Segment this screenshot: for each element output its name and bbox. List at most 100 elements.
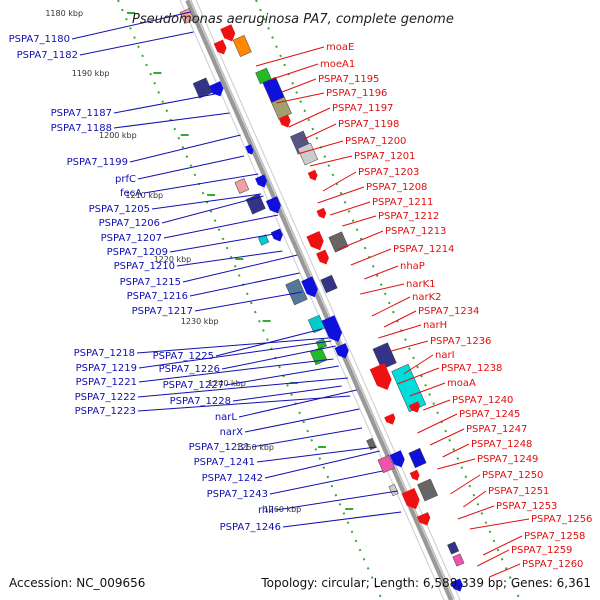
right-label-leader [397, 367, 440, 385]
gene-label-left: PSPA7_1226 [159, 364, 220, 375]
gene-label-left: PSPA7_1225 [153, 351, 214, 362]
gene-block [377, 454, 395, 474]
left-label-leader [138, 340, 332, 369]
gene-label-left: PSPA7_1207 [101, 233, 162, 244]
gene-label-left: PSPA7_1241 [194, 457, 255, 468]
right-label-leader [364, 265, 399, 280]
gene-arrow [334, 343, 349, 359]
accession-text: Accession: NC_009656 [9, 576, 146, 590]
right-label-leader [309, 155, 353, 167]
gene-block [297, 142, 319, 166]
gene-label-right: PSPA7_1198 [338, 119, 399, 130]
right-label-leader [297, 140, 344, 155]
gene-label-right: PSPA7_1196 [326, 88, 387, 99]
gene-label-layer: PSPA7_1180PSPA7_1182PSPA7_1187PSPA7_1188… [9, 34, 593, 570]
gene-label-right: PSPA7_1212 [378, 211, 439, 222]
gene-label-right: PSPA7_1197 [332, 103, 393, 114]
gene-label-right: PSPA7_1201 [354, 151, 415, 162]
gene-label-right: PSPA7_1200 [345, 136, 406, 147]
gene-label-right: PSPA7_1214 [393, 244, 454, 255]
gene-label-left: narL [215, 412, 238, 423]
gene-label-left: prfC [115, 174, 136, 185]
left-label-leader [225, 365, 339, 386]
kbp-tick-label: 1210 kbp [125, 191, 163, 200]
gene-label-right: PSPA7_1236 [430, 336, 491, 347]
gene-arrow [265, 196, 281, 214]
gene-label-right: narK2 [412, 292, 442, 303]
gene-arrow [255, 174, 268, 188]
map-title: Pseudomonas aeruginosa PA7, complete gen… [132, 12, 454, 27]
gene-block [234, 178, 250, 194]
kbp-tick-label: 1200 kbp [99, 131, 137, 140]
right-label-leader [391, 340, 429, 352]
gene-block [320, 274, 338, 294]
gene-arrow [450, 578, 463, 592]
gene-arrow [306, 230, 324, 251]
gene-block [179, 8, 195, 24]
right-label-leader [442, 443, 470, 458]
gene-label-left: PSPA7_1242 [202, 473, 263, 484]
gene-block [447, 541, 460, 555]
left-label-leader [251, 427, 363, 448]
gene-label-left: PSPA7_1199 [67, 157, 128, 168]
gene-label-left: PSPA7_1222 [75, 392, 136, 403]
left-label-leader [221, 345, 336, 370]
gene-arrow [384, 413, 396, 425]
kbp-tick-label: 1240 kbp [208, 379, 246, 388]
gene-block [408, 447, 427, 469]
left-label-leader [189, 272, 300, 297]
gene-label-right: PSPA7_1247 [466, 424, 527, 435]
left-label-leader [169, 232, 281, 253]
left-label-leader [264, 450, 380, 479]
left-label-leader [215, 328, 323, 357]
gene-label-right: narI [435, 350, 455, 361]
right-label-leader [336, 230, 384, 251]
right-label-leader [477, 549, 510, 567]
gene-block [232, 35, 252, 57]
left-label-leader [232, 385, 342, 402]
gene-block [315, 338, 327, 350]
left-label-leader [194, 291, 303, 312]
left-label-leader [137, 377, 349, 398]
gene-arrow [409, 469, 420, 481]
gene-block [452, 553, 465, 567]
gene-label-left: PSPA7_1246 [220, 522, 281, 533]
right-label-leader [457, 505, 495, 520]
left-label-leader [71, 11, 191, 40]
gene-label-right: PSPA7_1260 [522, 559, 583, 570]
left-label-leader [151, 193, 262, 210]
gene-label-left: PSPA7_1216 [127, 291, 188, 302]
gene-label-right: narK1 [406, 279, 436, 290]
gene-label-right: PSPA7_1256 [531, 514, 592, 525]
gene-label-right: PSPA7_1258 [524, 531, 585, 542]
left-label-leader [256, 446, 377, 463]
right-label-leader [450, 474, 481, 495]
left-label-leader [282, 511, 402, 528]
right-label-leader [269, 63, 319, 81]
right-label-leader [360, 283, 405, 295]
gene-label-right: PSPA7_1250 [482, 470, 543, 481]
gene-label-right: PSPA7_1238 [441, 363, 502, 374]
left-label-leader [113, 112, 230, 129]
gene-label-right: PSPA7_1253 [496, 501, 557, 512]
right-label-leader [429, 428, 465, 446]
right-label-leader [322, 171, 357, 192]
gene-label-left: PSPA7_1227 [163, 380, 224, 391]
gene-arrow [307, 169, 318, 181]
kbp-tick-label: 1230 kbp [181, 317, 219, 326]
right-label-leader [417, 413, 458, 434]
gene-arrow [301, 276, 318, 298]
gene-arrow [270, 228, 283, 242]
gene-block [245, 193, 266, 215]
gene-label-left: PSPA7_1221 [76, 377, 137, 388]
left-label-leader [138, 358, 334, 383]
gene-label-left: fecA [120, 188, 142, 199]
left-label-leader [136, 337, 329, 354]
gene-label-left: PSPA7_1180 [9, 34, 70, 45]
left-label-leader [269, 470, 383, 495]
right-label-leader [301, 123, 337, 141]
right-label-leader [482, 535, 523, 556]
left-label-leader [238, 389, 357, 418]
right-label-leader [437, 458, 476, 470]
left-label-leader [79, 31, 194, 56]
